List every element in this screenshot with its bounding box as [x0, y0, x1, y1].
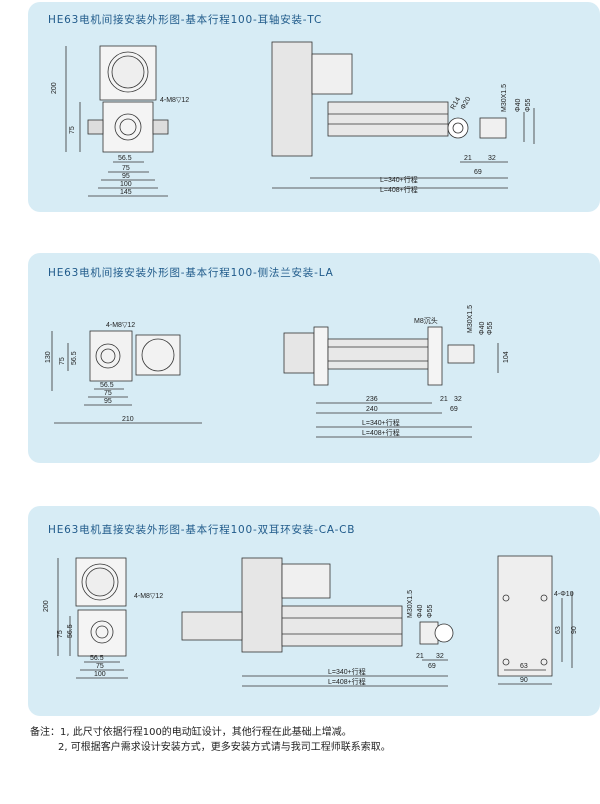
dim-height: 130 — [45, 351, 52, 363]
dim-w2: 75 — [122, 165, 130, 172]
note-line-2: 2, 可根据客户需求设计安装方式，更多安装方式请与我司工程师联系索取。 — [58, 742, 391, 753]
dim-w3: 100 — [94, 671, 106, 678]
end-dim-h2: 90 — [571, 626, 578, 634]
dim-len2: L=408+行程 — [362, 428, 400, 437]
dim-len2: L=408+行程 — [328, 677, 366, 686]
holes-label: 4-M8▽12 — [134, 593, 163, 600]
dim-h3: 56.5 — [71, 351, 78, 365]
end-holes-label: 4-Φ10 — [554, 591, 574, 598]
countersink-label: M8沉头 — [414, 316, 438, 325]
dim-w4: 100 — [120, 181, 132, 188]
dim-h2: 75 — [59, 357, 66, 365]
dim-thread: M30X1.5 — [501, 84, 508, 112]
holes-label: 4-M8▽12 — [160, 97, 189, 104]
dim-thread: M30X1.5 — [467, 305, 474, 333]
dim-c: 69 — [474, 169, 482, 176]
ca-cb-drawing: 200 75 56.5 56.5 75 100 4-M8▽12 M30X1.5 … — [43, 555, 578, 687]
dim-len1: L=340+行程 — [380, 175, 418, 184]
dim-w1: 56.5 — [118, 155, 132, 162]
la-drawing: 130 75 56.5 56.5 75 95 210 4-M8▽12 M8沉头 … — [45, 305, 510, 438]
dim-b: 32 — [488, 155, 496, 162]
dim-h: 104 — [503, 351, 510, 363]
dim-w1: 56.5 — [100, 382, 114, 389]
drawing-panel-ca-cb: HE63电机直接安装外形图-基本行程100-双耳环安装-CA-CB — [28, 506, 600, 716]
tc-drawing: 200 75 56.5 75 95 100 145 4-M8▽12 R14 Φ2… — [51, 41, 535, 197]
dim-a: 21 — [416, 653, 424, 660]
dim-len2: L=408+行程 — [380, 185, 418, 194]
dim-d3: Φ55 — [487, 322, 494, 335]
dim-e: 69 — [450, 406, 458, 413]
dim-w2: 75 — [96, 663, 104, 670]
drawing-panel-tc: HE63电机间接安装外形图-基本行程100-耳轴安装-TC — [28, 2, 600, 212]
dim-d2: Φ40 — [479, 322, 486, 335]
dim-h2: 75 — [69, 126, 76, 134]
end-dim-w1: 63 — [520, 663, 528, 670]
dim-w4: 210 — [122, 416, 134, 423]
dim-w5: 145 — [120, 189, 132, 196]
dim-height: 200 — [43, 600, 50, 612]
dim-d3: Φ55 — [427, 605, 434, 618]
dim-height: 200 — [51, 82, 58, 94]
dim-d3: Φ55 — [525, 99, 532, 112]
note-line-1: 备注：1, 此尺寸依据行程100的电动缸设计，其他行程在此基础上增减。 — [30, 727, 352, 738]
dim-d1: Φ20 — [460, 96, 473, 111]
dim-h2: 75 — [57, 630, 64, 638]
dim-a: 236 — [366, 396, 378, 403]
dim-w1: 56.5 — [90, 655, 104, 662]
dim-b: 240 — [366, 406, 378, 413]
dim-len1: L=340+行程 — [328, 667, 366, 676]
notes: 备注：1, 此尺寸依据行程100的电动缸设计，其他行程在此基础上增减。 2, 可… — [30, 725, 391, 755]
dim-d2: Φ40 — [417, 605, 424, 618]
dim-b: 32 — [436, 653, 444, 660]
drawing-panel-la: HE63电机间接安装外形图-基本行程100-侧法兰安装-LA — [28, 253, 600, 463]
dim-h3: 56.5 — [67, 624, 74, 638]
dim-w3: 95 — [104, 398, 112, 405]
holes-label: 4-M8▽12 — [106, 322, 135, 329]
dim-a: 21 — [464, 155, 472, 162]
dim-c: 69 — [428, 663, 436, 670]
dim-d: 32 — [454, 396, 462, 403]
dim-d2: Φ40 — [515, 99, 522, 112]
dim-c: 21 — [440, 396, 448, 403]
dim-thread: M30X1.5 — [407, 590, 414, 618]
dim-w3: 95 — [122, 173, 130, 180]
panel-title: HE63电机直接安装外形图-基本行程100-双耳环安装-CA-CB — [48, 524, 356, 536]
panel-title: HE63电机间接安装外形图-基本行程100-耳轴安装-TC — [48, 14, 323, 26]
dim-w2: 75 — [104, 390, 112, 397]
end-dim-w2: 90 — [520, 677, 528, 684]
panel-title: HE63电机间接安装外形图-基本行程100-侧法兰安装-LA — [48, 267, 334, 279]
end-dim-h1: 63 — [555, 626, 562, 634]
dim-len1: L=340+行程 — [362, 418, 400, 427]
